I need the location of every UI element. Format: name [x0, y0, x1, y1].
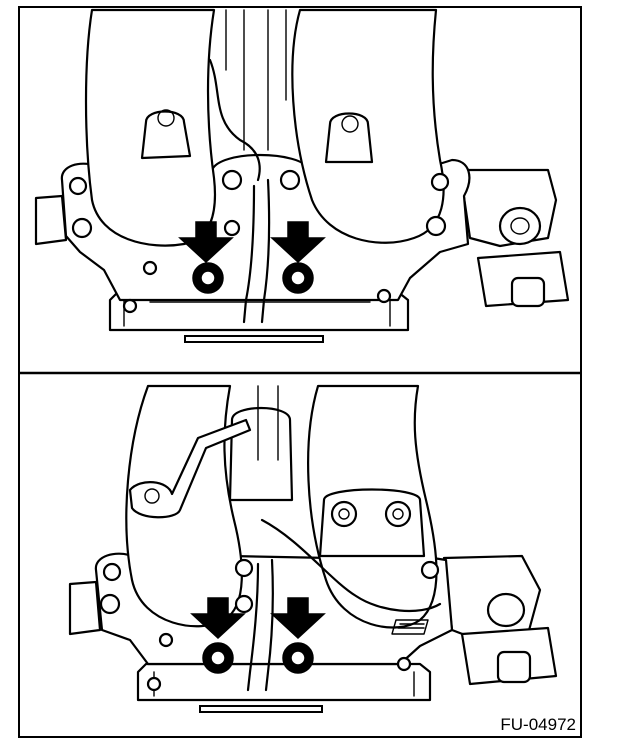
- bottom-bracket-hole: [144, 488, 160, 504]
- top-center-pipes: [225, 9, 287, 151]
- top-panel: [34, 8, 570, 343]
- bottom-connector-plug: [496, 650, 532, 684]
- bottom-right-port: [486, 592, 526, 628]
- figure-code: FU-04972: [500, 715, 576, 734]
- top-flange-bolt: [376, 288, 392, 304]
- arrow-icon: [178, 221, 234, 264]
- bottom-vacuum-hose: [260, 518, 442, 613]
- bottom-flange-bolt: [99, 593, 121, 615]
- top-left-mount: [34, 194, 68, 246]
- top-right-port: [498, 206, 542, 246]
- bottom-base-plate: [136, 662, 432, 702]
- bottom-left-mount: [68, 580, 102, 636]
- bottom-base-rail: [199, 705, 323, 713]
- bottom-flange-bolt: [158, 632, 174, 648]
- bottom-flange-bolt: [234, 558, 254, 578]
- top-right-boss: [324, 112, 374, 164]
- bottom-flange-bolt: [234, 594, 254, 614]
- top-right-boss-hole: [341, 115, 359, 133]
- top-flange-bolt: [221, 169, 243, 191]
- bottom-boss-port-inner: [392, 508, 404, 520]
- top-flange-bolt: [68, 176, 88, 196]
- top-flange-bolt: [71, 217, 93, 239]
- bottom-flange-bolt: [102, 562, 122, 582]
- bottom-boss-port: [384, 500, 412, 528]
- top-fuel-pipe: [242, 178, 271, 324]
- bottom-flange-bolt: [420, 560, 440, 580]
- bottom-panel: [68, 384, 558, 713]
- arrow-icon: [190, 597, 246, 640]
- top-flange-bolt: [142, 260, 158, 276]
- bottom-right-body: [442, 554, 542, 642]
- bottom-center-pipes: [257, 385, 279, 461]
- arrow-icon: [270, 597, 326, 640]
- top-left-boss-hole: [157, 109, 175, 127]
- top-flange-bolt: [425, 215, 447, 237]
- bottom-bracket-arm: [128, 418, 252, 519]
- top-flange-bolt: [122, 298, 138, 314]
- bottom-boss-port-inner: [338, 508, 350, 520]
- bottom-flange-bolt: [396, 656, 412, 672]
- top-left-boss: [140, 110, 192, 160]
- top-base-rail: [184, 335, 324, 343]
- top-flange-bolt: [279, 169, 301, 191]
- bottom-target-nut-right: [282, 642, 314, 674]
- bottom-flange-bolt: [146, 676, 162, 692]
- top-target-nut-left: [192, 262, 224, 294]
- top-target-nut-right: [282, 262, 314, 294]
- top-flange-bolt: [430, 172, 450, 192]
- bottom-target-nut-left: [202, 642, 234, 674]
- top-connector-plug: [510, 276, 546, 308]
- bottom-boss-port: [330, 500, 358, 528]
- top-flange-bolt: [223, 219, 241, 237]
- top-vacuum-hose: [208, 58, 261, 182]
- arrow-icon: [270, 221, 326, 264]
- bottom-hose-clamp: [391, 619, 429, 635]
- top-right-port-inner: [510, 217, 530, 235]
- bottom-fuel-pipe: [246, 558, 274, 692]
